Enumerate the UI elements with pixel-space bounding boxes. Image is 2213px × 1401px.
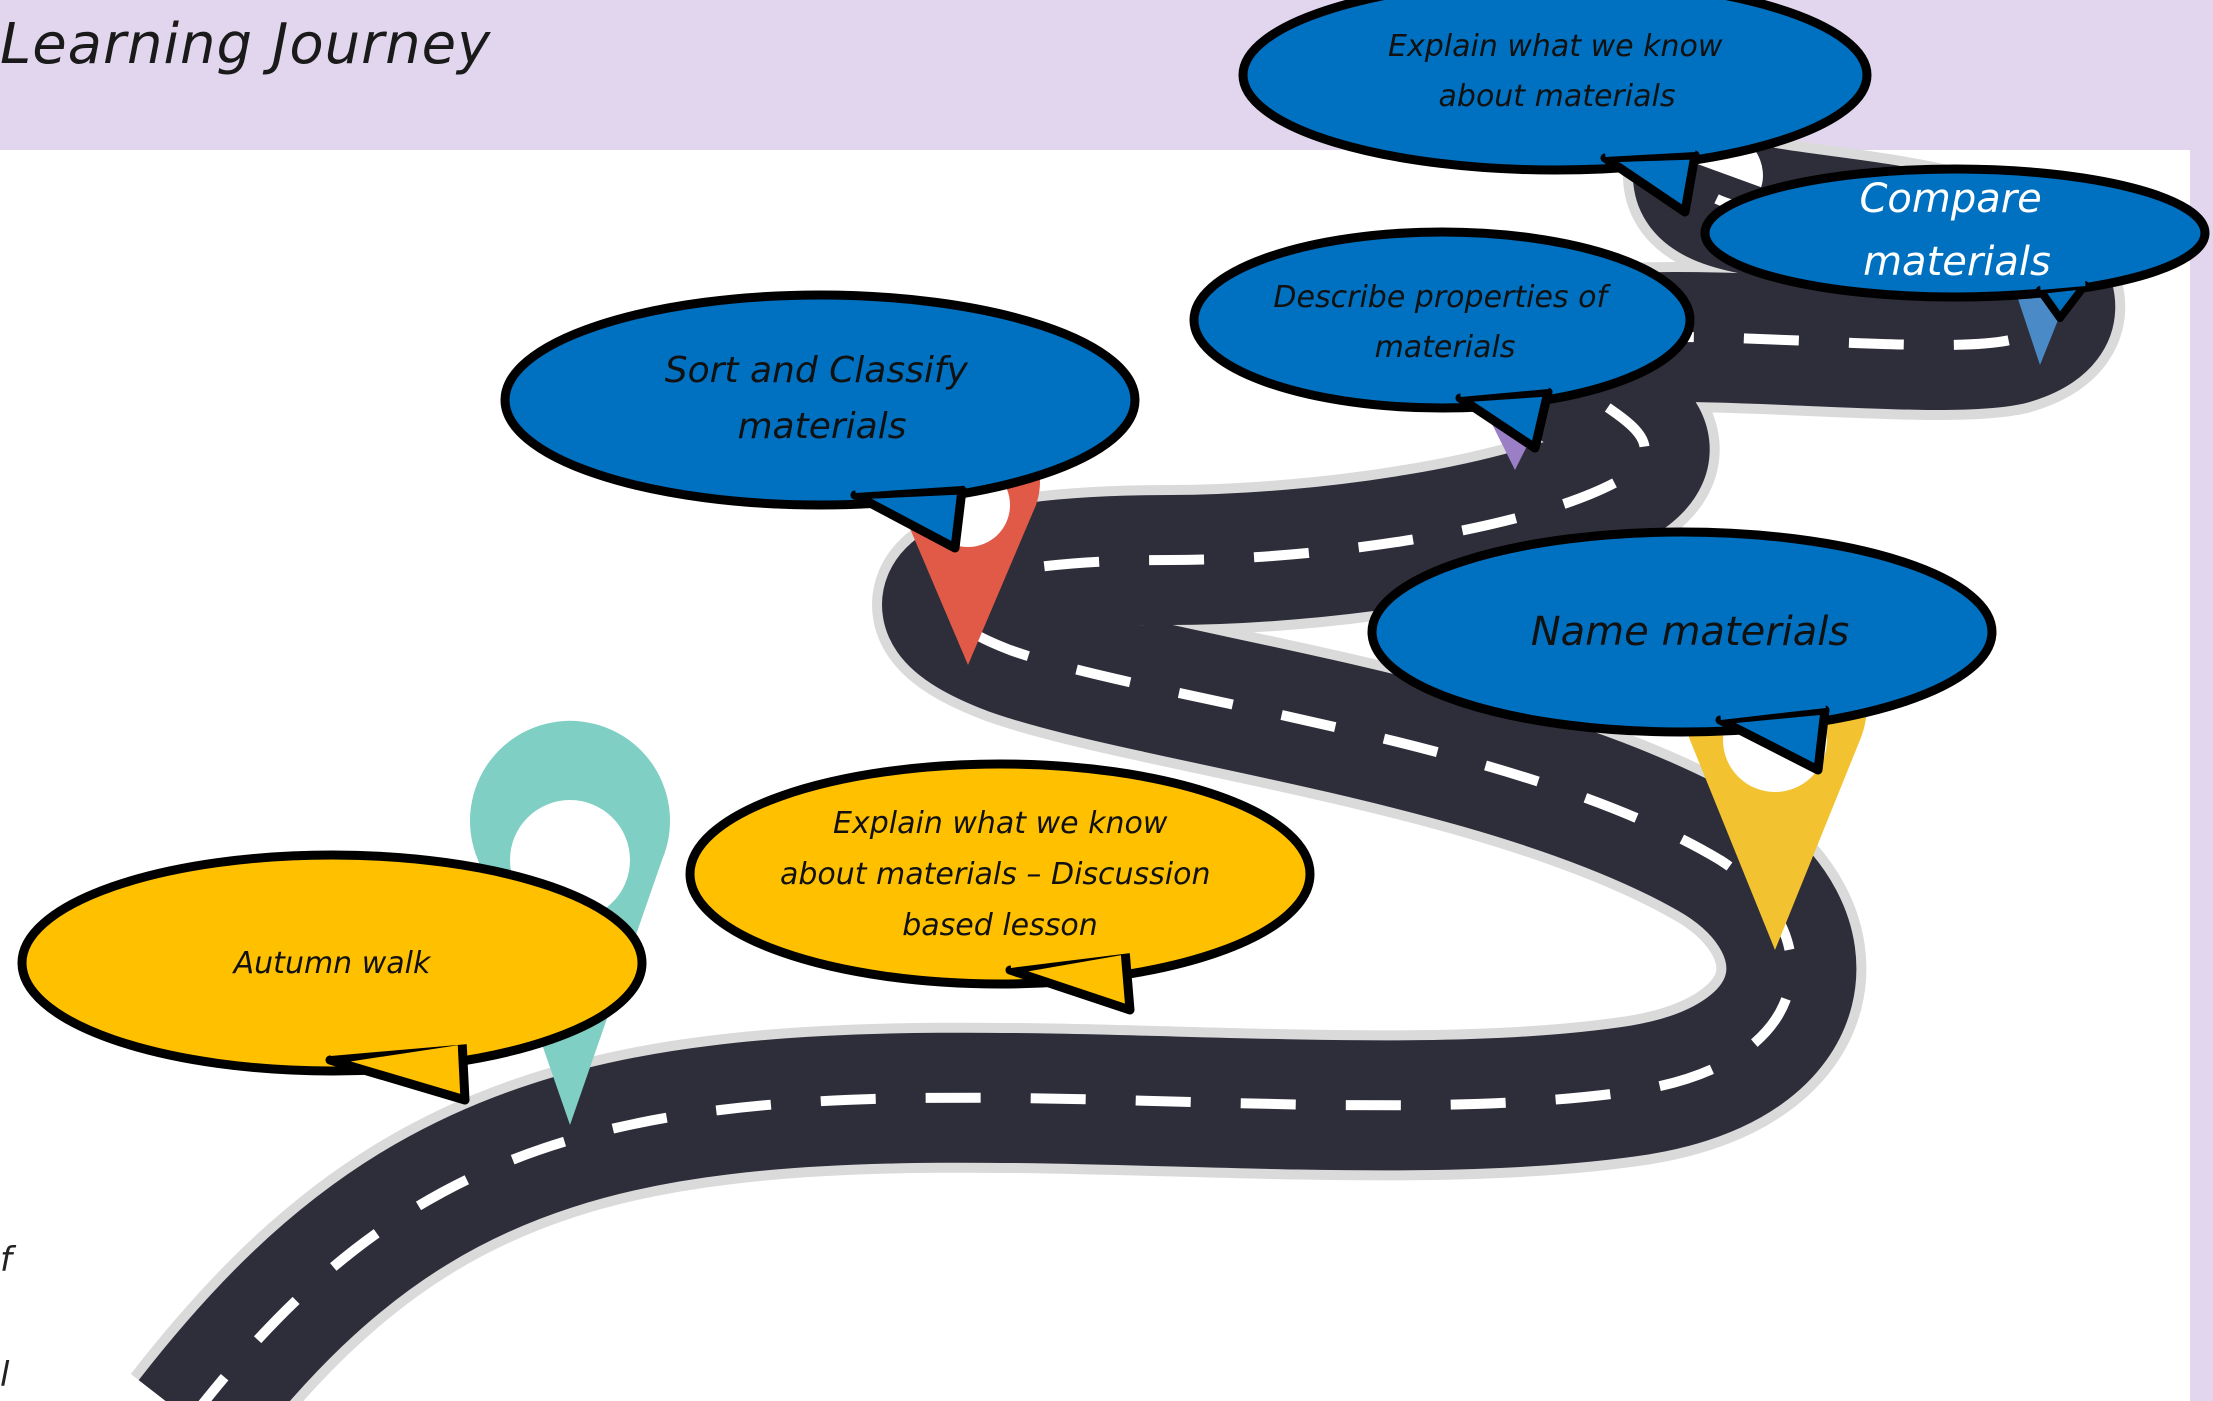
svg-text:Autumn walk: Autumn walk: [232, 946, 432, 981]
speech-bubble-describe-properties: Describe properties of materials: [1189, 227, 1695, 453]
svg-text:Describe properties of m: Describe properties of materials: [1273, 280, 1616, 365]
bubble-line: about materials: [1439, 79, 1676, 114]
bubble-line: Sort and Classify: [665, 350, 969, 391]
speech-bubble-sort-classify: Sort and Classify materials: [500, 290, 1140, 553]
svg-text:Explain what we know abo: Explain what we know about materials – D…: [780, 806, 1220, 943]
speech-bubble-explain-discussion: Explain what we know about materials – D…: [685, 759, 1315, 1015]
bubble-line: Describe properties of: [1273, 280, 1611, 315]
bubble-label-autumn-walk: Autumn walk: [232, 946, 432, 981]
speech-bubble-explain-top: Explain what we know about materials: [1238, 0, 1872, 217]
speech-bubble-compare: Compare materials: [1700, 164, 2210, 322]
svg-text:Compare materials: Compare materials: [1859, 176, 2054, 285]
cut-off-text-fragment: f: [0, 1240, 12, 1280]
bubble-line: Compare: [1859, 176, 2041, 222]
bubble-line: based lesson: [902, 908, 1098, 943]
svg-text:Explain what we know abo: Explain what we know about materials: [1388, 29, 1732, 114]
bubble-line: Explain what we know: [1388, 29, 1723, 64]
road-lane-markings: [198, 163, 2056, 1401]
bubble-line: materials: [737, 406, 906, 447]
right-border-strip: [2190, 0, 2213, 1401]
bubble-line: materials: [1863, 239, 2051, 285]
speech-bubble-autumn-walk: Autumn walk: [17, 850, 647, 1105]
svg-text:Name materials: Name materials: [1531, 609, 1850, 655]
svg-text:Sort and Classify materi: Sort and Classify materials: [665, 350, 980, 447]
cut-off-text-fragment: l: [0, 1355, 10, 1395]
bubble-line: Explain what we know: [833, 806, 1168, 841]
bubble-line: about materials – Discussion: [780, 857, 1211, 892]
page-title: Learning Journey: [0, 12, 492, 77]
bubble-label-name-materials: Name materials: [1531, 609, 1850, 655]
speech-bubble-name-materials: Name materials: [1367, 527, 1997, 775]
bubble-line: materials: [1375, 330, 1516, 365]
